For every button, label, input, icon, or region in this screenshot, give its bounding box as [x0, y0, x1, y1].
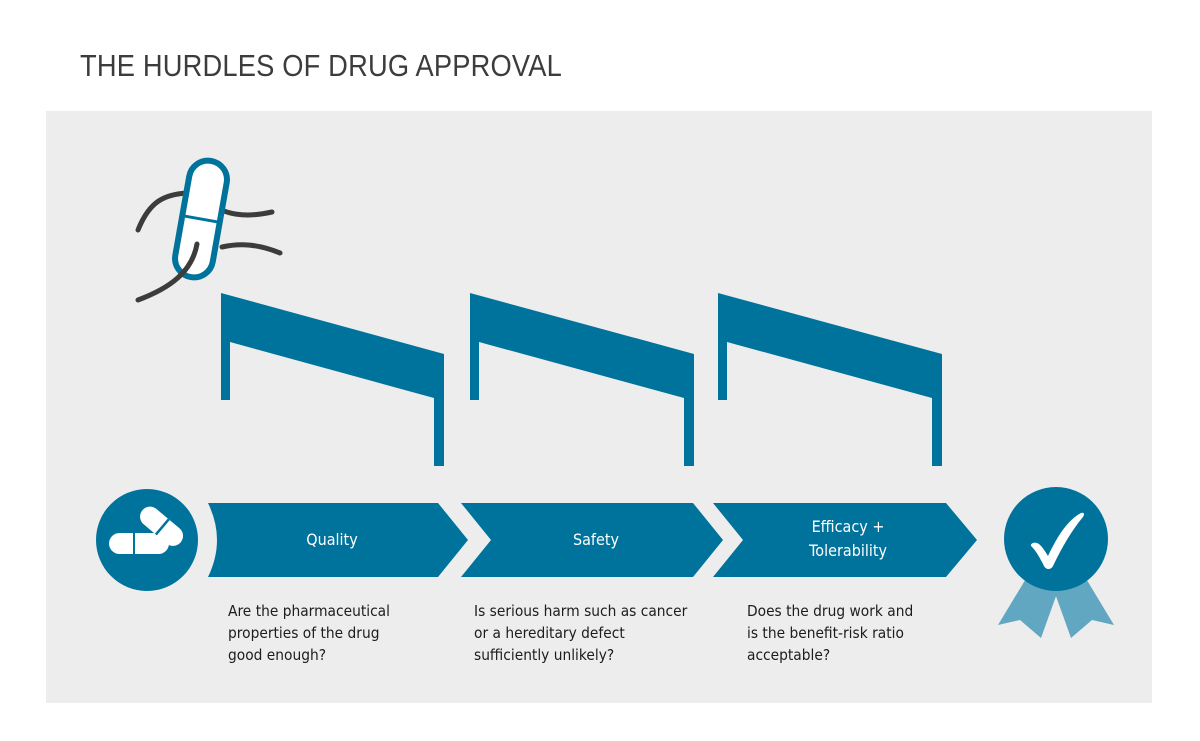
- question-safety: Is serious harm such as cancer or a here…: [474, 602, 688, 664]
- step-label-safety: Safety: [572, 530, 620, 549]
- hurdle-1: [221, 293, 444, 466]
- step-arrow-safety: [461, 503, 723, 577]
- pills-icon: [96, 489, 198, 591]
- diagram-panel: [46, 111, 1152, 703]
- running-pill-icon: [135, 157, 283, 303]
- hurdle-3: [718, 293, 942, 466]
- step-arrow-efficacy: [713, 503, 977, 577]
- question-efficacy: Does the drug work and is the benefit-ri…: [747, 602, 914, 664]
- page-title: THE HURDLES OF DRUG APPROVAL: [80, 48, 562, 83]
- step-label-quality: Quality: [306, 530, 358, 549]
- hurdle-2: [470, 293, 694, 466]
- question-quality: Are the pharmaceutical properties of the…: [228, 602, 390, 664]
- step-label-efficacy-tolerability: Efficacy + Tolerability: [808, 517, 888, 560]
- step-arrow-quality: [208, 503, 468, 577]
- checkmark-medal-icon: [998, 487, 1114, 638]
